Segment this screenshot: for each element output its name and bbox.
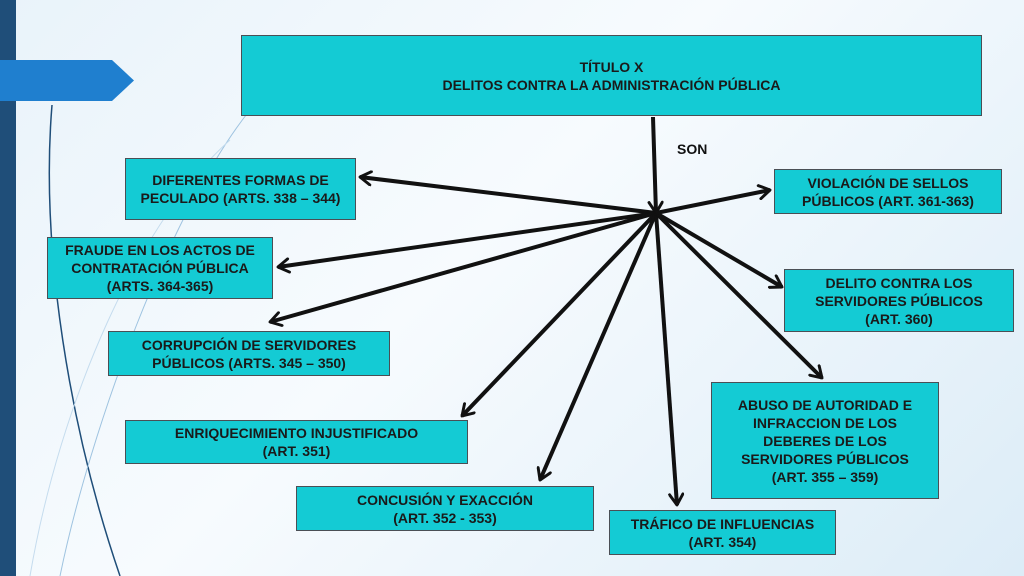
arrow-to-violacion-sellos — [655, 190, 770, 215]
left-accent-bar — [0, 0, 16, 576]
arrow-to-abuso — [654, 211, 822, 378]
arrow-to-corrupcion — [270, 211, 657, 322]
title-line-1: TÍTULO X — [579, 58, 644, 75]
arrow-to-trafico — [654, 212, 677, 505]
arrow-to-fraude — [278, 211, 657, 267]
arrow-to-concusion — [540, 212, 658, 480]
node-corrupcion: CORRUPCIÓN DE SERVIDORES PÚBLICOS (ARTS.… — [108, 331, 390, 376]
node-peculado: DIFERENTES FORMAS DE PECULADO (ARTS. 338… — [125, 158, 356, 220]
title-box: TÍTULO X DELITOS CONTRA LA ADMINISTRACIÓ… — [241, 35, 982, 116]
arrow-to-peculado — [360, 177, 657, 215]
node-abuso: ABUSO DE AUTORIDAD E INFRACCION DE LOS D… — [711, 382, 939, 499]
node-delito-servidores: DELITO CONTRA LOS SERVIDORES PÚBLICOS (A… — [784, 269, 1014, 332]
node-concusion: CONCUSIÓN Y EXACCIÓN (ART. 352 - 353) — [296, 486, 594, 531]
node-trafico: TRÁFICO DE INFLUENCIAS (ART. 354) — [609, 510, 836, 555]
connector-label-son: SON — [677, 141, 708, 157]
node-enriquecimiento: ENRIQUECIMIENTO INJUSTIFICADO (ART. 351) — [125, 420, 468, 464]
title-line-2: DELITOS CONTRA LA ADMINISTRACIÓN PÚBLICA — [442, 76, 781, 93]
node-fraude: FRAUDE EN LOS ACTOS DE CONTRATACIÓN PÚBL… — [47, 237, 273, 299]
node-violacion-sellos: VIOLACIÓN DE SELLOS PÚBLICOS (ART. 361-3… — [774, 169, 1002, 214]
arrow-to-enriquecimiento — [462, 211, 658, 416]
arrow-to-delito-servidores — [654, 211, 782, 287]
arrow-title-to-hub — [653, 116, 656, 213]
arrow-tab-decoration — [0, 60, 134, 101]
